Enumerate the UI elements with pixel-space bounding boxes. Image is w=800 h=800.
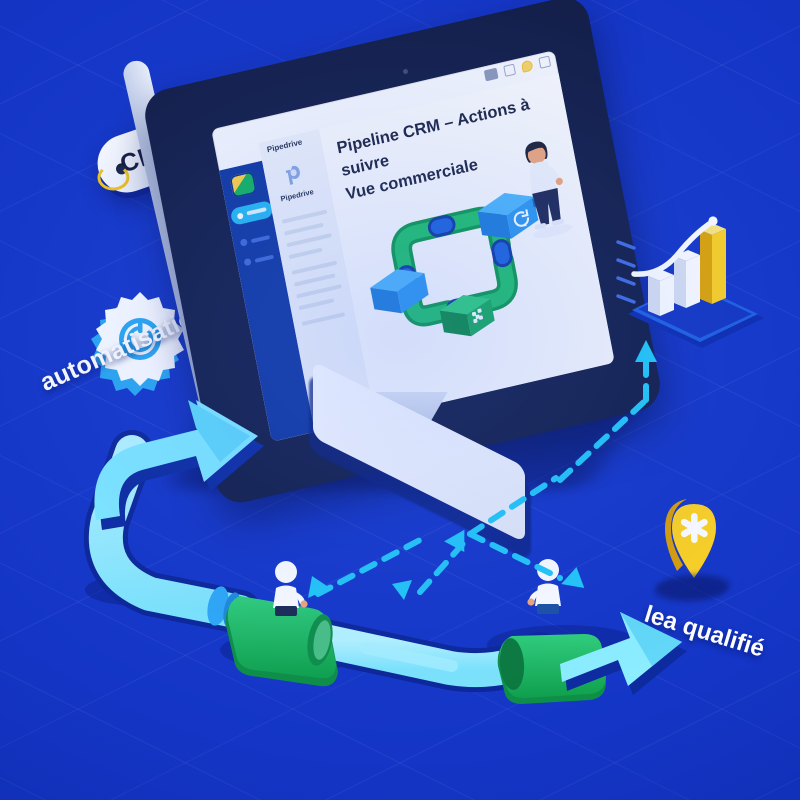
app-side-panel: Pipedrive Pipedrive (258, 129, 376, 432)
chart-bar-2 (674, 250, 700, 308)
chart-bar-3 (700, 224, 726, 304)
window-solid-icon[interactable] (483, 67, 499, 82)
flow-mid-line (417, 535, 471, 595)
pipedrive-logo-icon (281, 161, 309, 190)
pipe-collar-1 (207, 586, 241, 628)
pipeline-stage-1 (225, 596, 338, 687)
pipeline-stage-2 (497, 634, 606, 704)
node-integration-grid (439, 294, 495, 337)
flow-arrow-left-line (315, 537, 423, 597)
monitor-stand (309, 361, 563, 562)
bar-chart (612, 196, 782, 348)
node-refresh-cycle (477, 193, 539, 239)
window-outline-icon-2[interactable] (538, 55, 552, 69)
node-blank-block (370, 269, 429, 314)
worker-2-figure (527, 559, 561, 614)
sidebar-item-dashboard[interactable] (229, 199, 274, 226)
chart-axis-ticks (616, 240, 636, 304)
map-pin (650, 495, 734, 601)
lead-label: lea qualifié (641, 600, 768, 663)
asterisk-icon (680, 513, 708, 543)
chart-bar-1 (648, 270, 674, 316)
monitor: Pipedrive Pipedrive (120, 0, 665, 508)
screen-content: Pipeline CRM – Actions à suivre Vue comm… (319, 73, 615, 418)
person-illustration (509, 128, 586, 258)
pipeline-circuit-illustration (338, 143, 606, 374)
window-amber-icon[interactable] (520, 59, 534, 73)
worker-1-figure (273, 561, 308, 616)
monitor-screen: Pipedrive Pipedrive (211, 50, 615, 442)
sidebar-item-1[interactable] (239, 233, 271, 247)
gear-icon (84, 288, 196, 400)
sidebar-item-2[interactable] (243, 253, 275, 267)
panel-title: Pipedrive (266, 137, 304, 155)
chart-trend-line (631, 219, 715, 277)
app-logo-icon (229, 171, 258, 199)
window-outline-icon[interactable] (503, 63, 517, 77)
